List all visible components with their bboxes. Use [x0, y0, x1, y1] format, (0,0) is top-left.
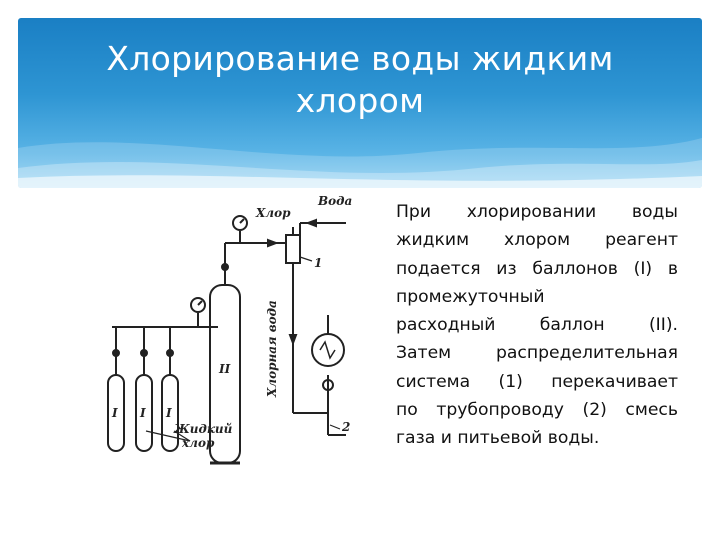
- body-line: газа и питьевой воды.: [396, 428, 600, 449]
- label-cylinder-I-2: I: [139, 406, 146, 420]
- body-line: по трубопроводу (2) смесь: [396, 400, 678, 421]
- label-voda: Вода: [317, 194, 352, 208]
- title-banner: [18, 18, 702, 188]
- title-line-2: хлором: [295, 81, 425, 120]
- body-line: система (1) перекачивает: [396, 371, 678, 392]
- wave-decoration: [18, 138, 702, 188]
- label-hlor-liquid: хлор: [181, 436, 215, 450]
- body-line: промежуточный: [396, 286, 545, 307]
- label-cylinder-I-1: I: [111, 406, 118, 420]
- chlorination-diagram: Вода Хлор Хлорная вода 1 2 II I I I Жидк…: [107, 194, 352, 465]
- label-hlornaya-voda: Хлорная вода: [265, 300, 279, 398]
- label-1: 1: [314, 256, 322, 270]
- label-2: 2: [341, 420, 350, 434]
- body-line: При хлорировании воды: [396, 202, 678, 222]
- title-line-1: Хлорирование воды жидким: [106, 39, 614, 78]
- body-line: жидким хлором реагент: [396, 230, 678, 251]
- body-line: расходный баллон (II).: [396, 315, 678, 336]
- label-cylinder-I-3: I: [165, 406, 172, 420]
- label-zhidkiy: Жидкий: [173, 422, 233, 436]
- label-cylinder-II: II: [218, 362, 231, 376]
- body-line: Затем распределительная: [396, 343, 678, 364]
- label-hlor: Хлор: [255, 206, 291, 220]
- body-paragraph: При хлорировании воды жидким хлором реаг…: [396, 198, 678, 453]
- body-line: подается из баллонов (I) в: [396, 258, 678, 279]
- slide-title: Хлорирование воды жидким хлором: [0, 38, 720, 122]
